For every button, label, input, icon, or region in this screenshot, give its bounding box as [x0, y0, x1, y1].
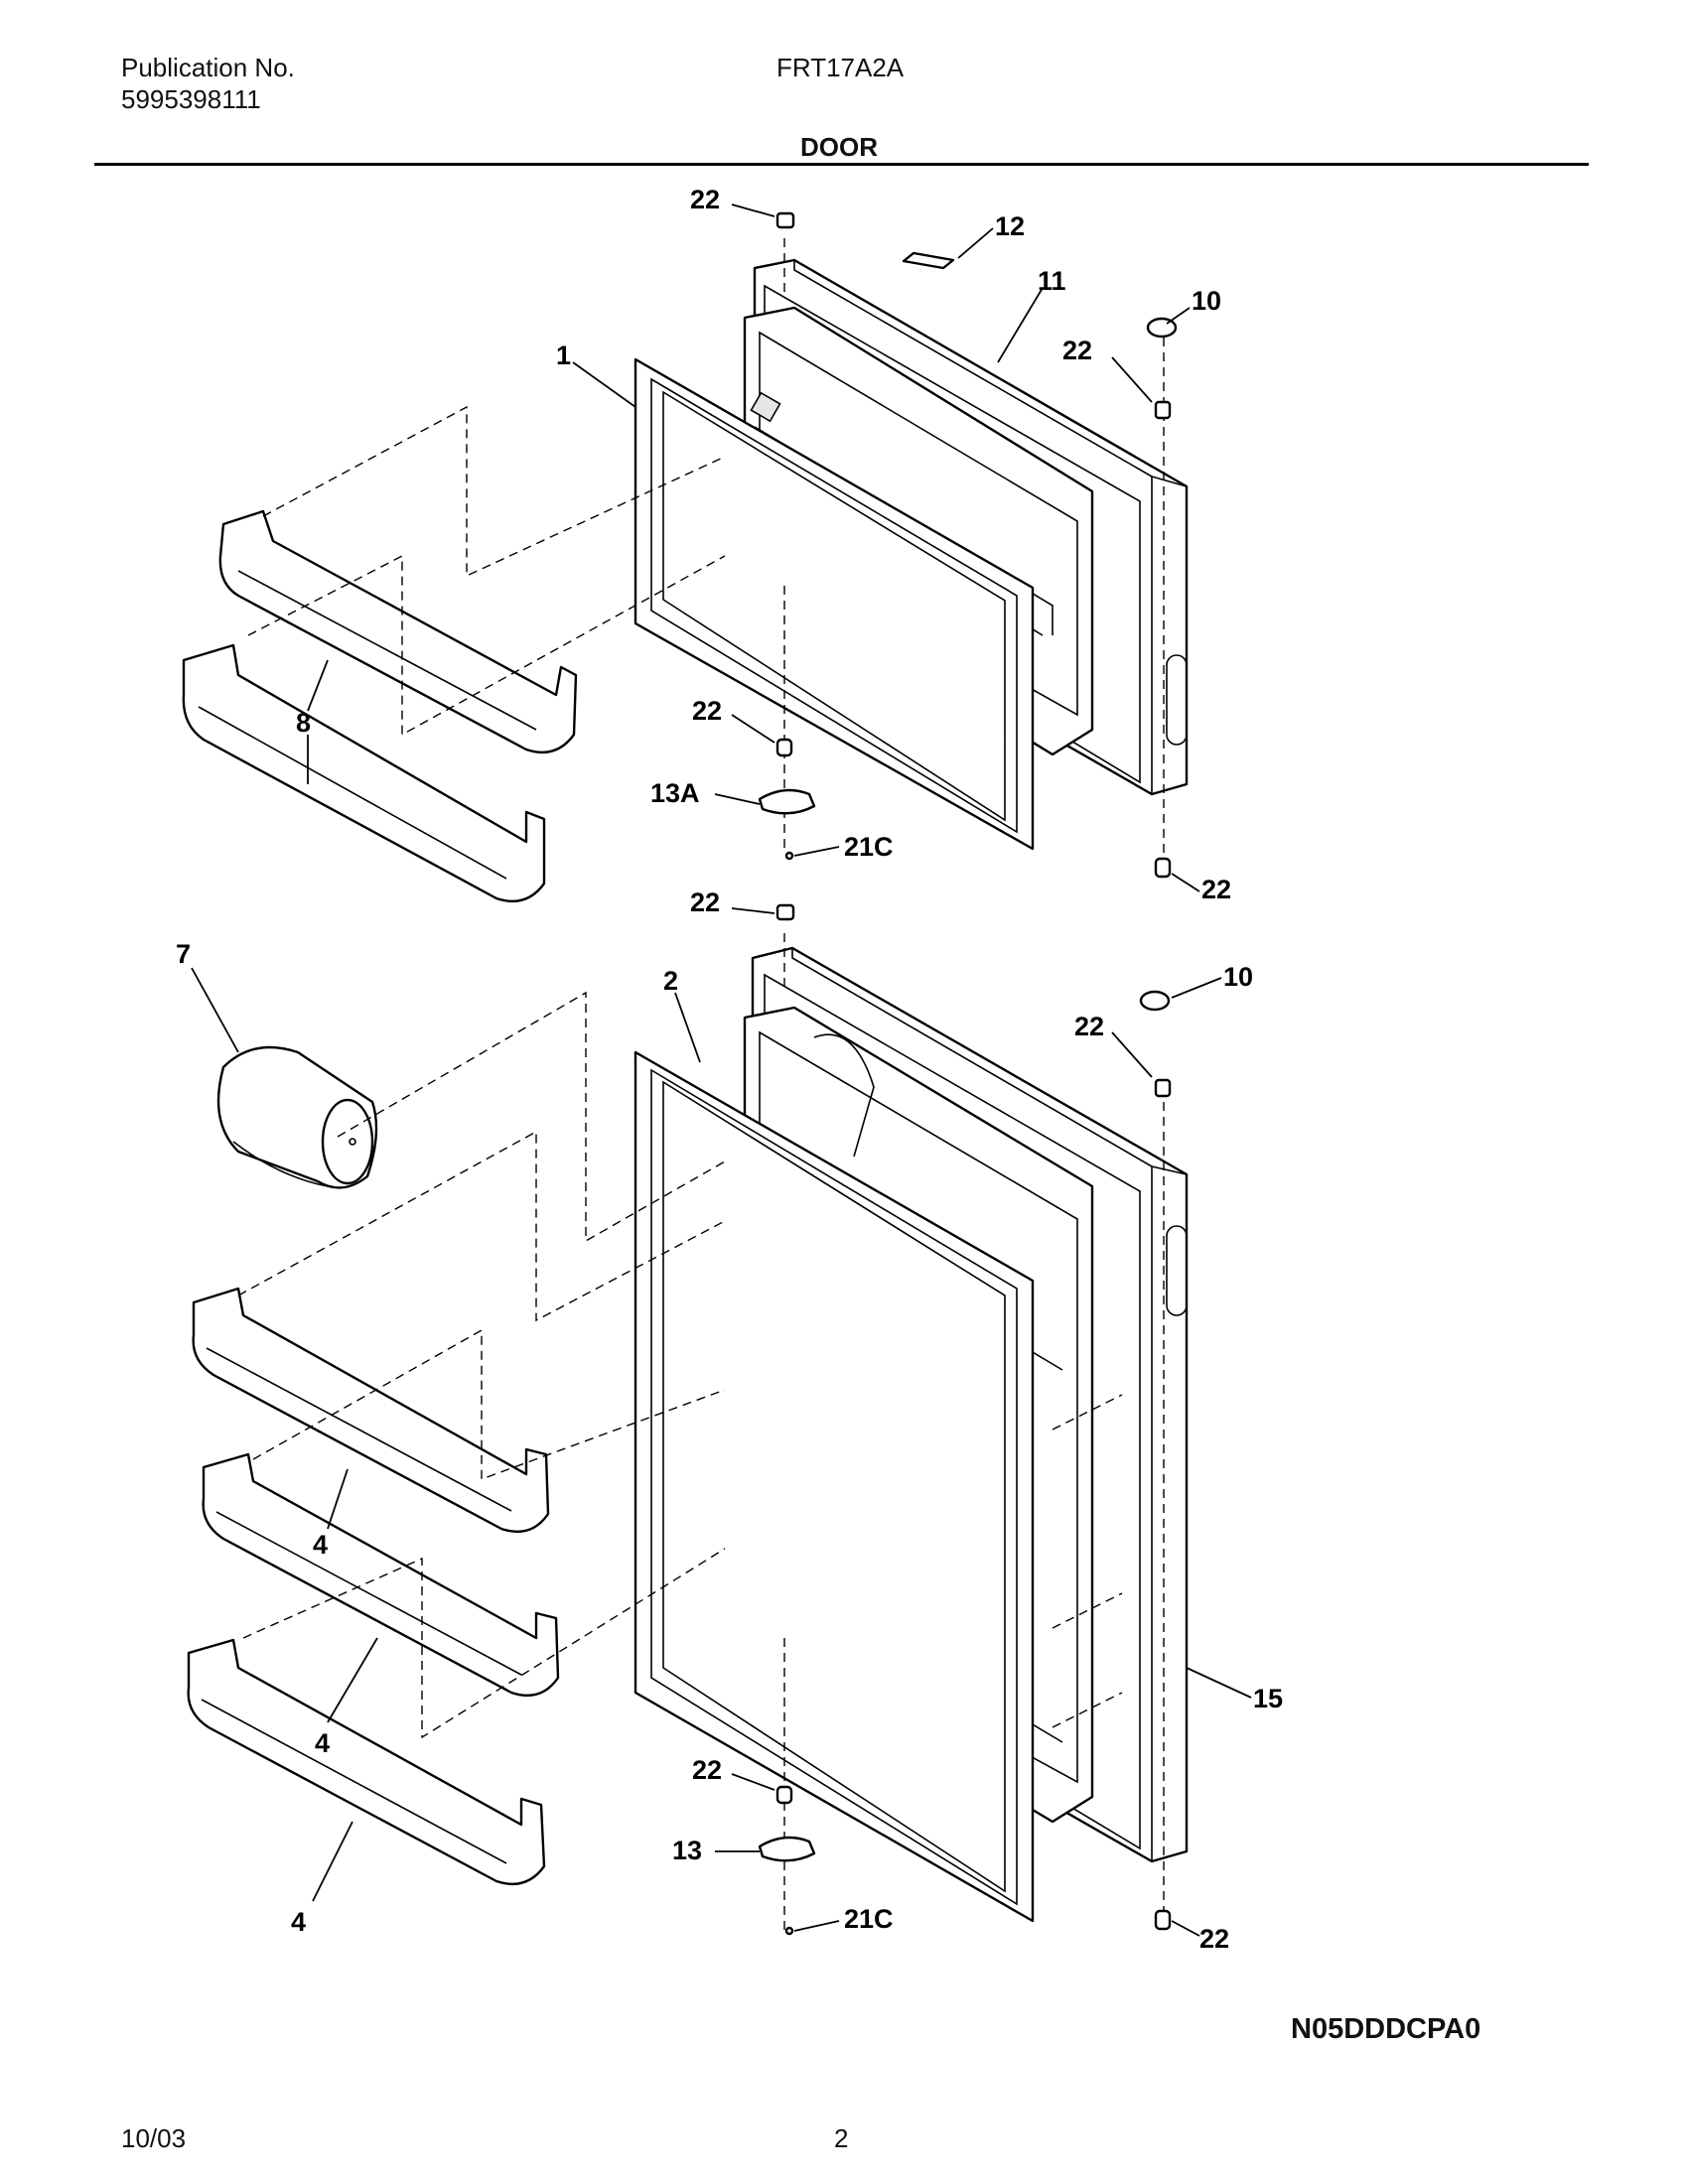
freezer-door-shelf-upper [218, 509, 578, 754]
callout-13a: 13A [650, 778, 700, 808]
hinge-13 [758, 1836, 816, 1862]
diagram-code: N05DDDCPA0 [1291, 2013, 1481, 2045]
screw-22-freezer-hinge [1154, 857, 1172, 879]
footer-date: 10/03 [121, 2123, 187, 2153]
screw-22-freezer-side [1154, 400, 1172, 420]
callout-21c: 21C [844, 832, 894, 862]
screw-22-freezer-top [775, 211, 795, 229]
fresh-food-door-shelf-1 [192, 1287, 550, 1534]
callout-4: 4 [315, 1728, 330, 1758]
freezer-door-gasket [633, 357, 1035, 851]
callout-22: 22 [1199, 1924, 1229, 1954]
page-number: 2 [834, 2123, 849, 2153]
callout-2: 2 [663, 966, 678, 996]
badge-12 [902, 251, 955, 270]
screw-22-fresh-top [775, 903, 795, 921]
callout-22: 22 [690, 185, 720, 214]
leader-lines [191, 204, 1252, 1937]
header-rule [94, 163, 1589, 166]
callout-21c: 21C [844, 1904, 894, 1934]
screw-22-fresh-side [1154, 1078, 1172, 1098]
callout-12: 12 [995, 211, 1025, 241]
hinge-13a [758, 788, 816, 815]
screw-22-freezer-bottom [775, 738, 793, 757]
callout-22: 22 [692, 696, 722, 726]
fresh-food-door-gasket [633, 1050, 1035, 1923]
callout-1: 1 [556, 341, 571, 370]
fresh-food-door-shelf-2 [202, 1452, 560, 1698]
callout-15: 15 [1253, 1684, 1283, 1713]
callout-22: 22 [1074, 1012, 1104, 1041]
pin-21c-fresh [784, 1926, 794, 1936]
callout-4: 4 [313, 1530, 328, 1560]
freezer-door-shelf-lower [182, 643, 546, 903]
fresh-food-door-shelf-3 [187, 1638, 546, 1886]
dairy-compartment-7 [216, 1045, 378, 1189]
publication-number: 5995398111 [121, 84, 261, 114]
callout-10: 10 [1223, 962, 1253, 992]
callout-22: 22 [1201, 875, 1231, 904]
section-title: DOOR [800, 132, 878, 162]
callout-13: 13 [672, 1836, 702, 1865]
pin-21c-freezer [784, 851, 794, 861]
callout-22: 22 [692, 1755, 722, 1785]
callout-22: 22 [1062, 336, 1092, 365]
callout-22: 22 [690, 887, 720, 917]
model-number: FRT17A2A [776, 53, 905, 82]
callout-10: 10 [1192, 286, 1221, 316]
screw-22-fresh-bottom [775, 1785, 793, 1805]
screw-22-fresh-hinge [1154, 1909, 1172, 1931]
callout-4: 4 [291, 1907, 306, 1937]
callout-7: 7 [176, 939, 191, 969]
freezer-door-handle-recess [1166, 654, 1188, 746]
fresh-food-door-handle-recess [1166, 1225, 1188, 1316]
publication-label: Publication No. [121, 53, 295, 82]
callout-11: 11 [1038, 266, 1066, 296]
plug-10-fresh [1139, 990, 1171, 1012]
callout-8: 8 [296, 708, 311, 738]
